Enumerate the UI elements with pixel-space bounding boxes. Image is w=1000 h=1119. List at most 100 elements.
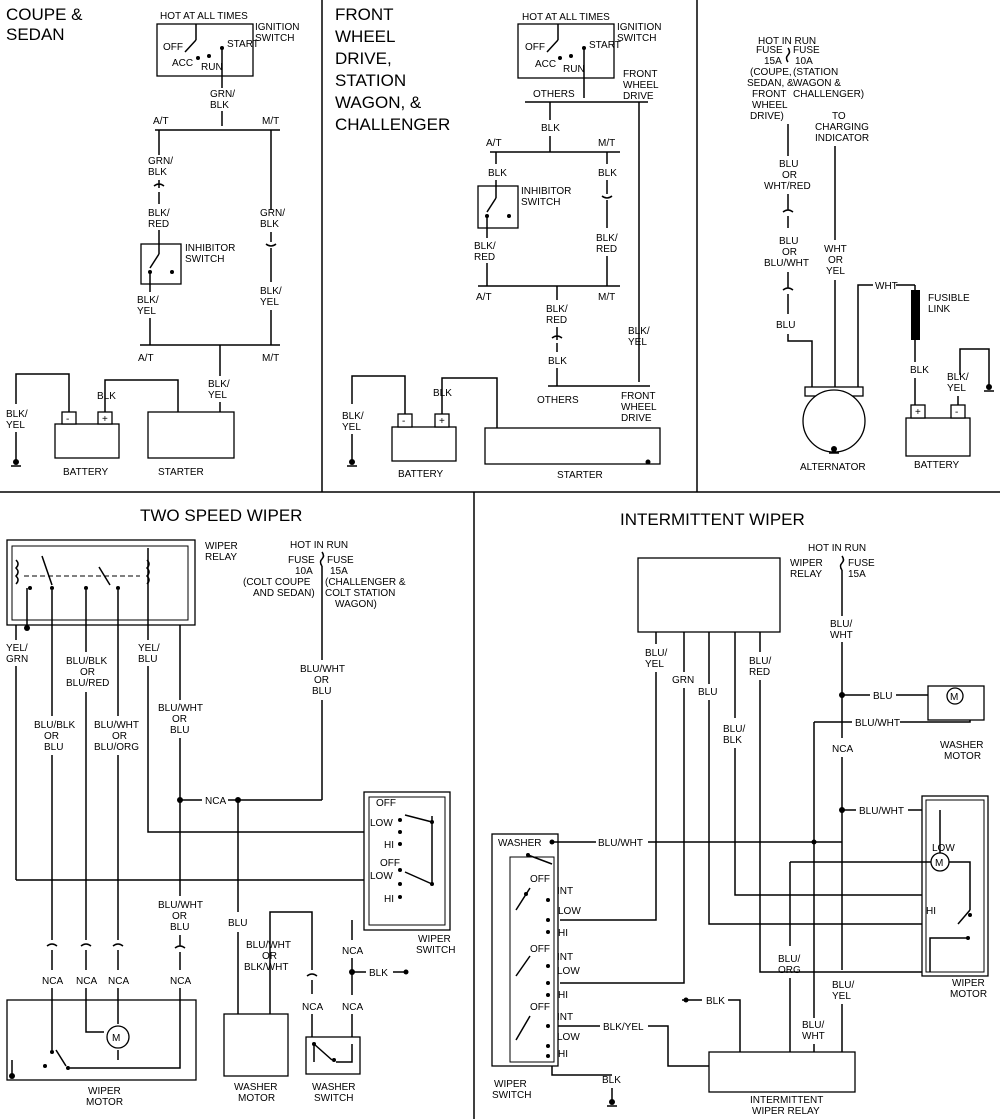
wiper-motor-inner	[925, 799, 985, 973]
svg-text:OFF: OFF	[530, 1002, 550, 1013]
nca-label: NCA	[342, 946, 363, 957]
connector-icon	[112, 755, 124, 970]
wire-blu-blk-or-blu-label: BLU/BLK OR BLU	[34, 720, 78, 753]
battery-label: BATTERY	[63, 467, 109, 478]
ignition-switch-box	[517, 23, 615, 79]
nca-label: NCA	[108, 976, 129, 987]
svg-text:HI: HI	[558, 990, 568, 1001]
wiper-motor-internals	[929, 810, 972, 972]
ignition-switch-label: IGNITION SWITCH	[255, 22, 302, 44]
nca-label: NCA	[205, 796, 226, 807]
splice-dot	[811, 839, 817, 845]
wire-blk-label: BLK	[910, 365, 929, 376]
wiper-relay-internals	[14, 555, 150, 631]
hot-at-all-times-label: HOT AT ALL TIMES	[522, 12, 610, 23]
minus-label: -	[66, 414, 69, 425]
ground-icon	[393, 969, 409, 975]
wire-blu-wht-or-blu-label: BLU/WHT OR BLU	[158, 703, 206, 736]
start-label: START	[227, 39, 259, 50]
wire-blu-red-label: BLU/ RED	[749, 656, 774, 678]
motor-icon	[106, 1025, 130, 1049]
panel-fwd-station-wagon: FRONT WHEEL DRIVE, STATION WAGON, & CHAL…	[335, 5, 664, 481]
wiper-motor-label: WIPER MOTOR	[950, 978, 988, 1000]
nca-label: NCA	[42, 976, 63, 987]
inhibitor-switch-contacts	[148, 244, 174, 292]
wire-blu-yel-label: BLU/ YEL	[832, 980, 857, 1002]
ground-icon	[829, 446, 839, 454]
title-line: COUPE &	[6, 5, 83, 24]
washer-switch-label: WASHER SWITCH	[312, 1082, 358, 1104]
wire-blu-yel-label: BLU/ YEL	[645, 648, 670, 670]
starter-box	[484, 427, 661, 465]
motor-m-label: M	[935, 858, 943, 869]
plus-label: +	[439, 416, 445, 427]
motor-icon	[946, 687, 964, 705]
wire-blk-label: BLK	[598, 168, 617, 179]
ignition-switch-label: IGNITION SWITCH	[617, 22, 664, 44]
ignition-switch-box	[156, 23, 254, 77]
wire-wht-label: WHT	[875, 281, 898, 292]
wire-blk-red-label: BLK/ RED	[546, 304, 570, 326]
off-label: OFF	[376, 798, 396, 809]
wire-blk-red-label: BLK/ RED	[148, 208, 172, 230]
panel-coupe-sedan: COUPE & SEDAN HOT AT ALL TIMES IGNITION …	[6, 5, 302, 478]
wire-blk-yel-label: BLK/ YEL	[342, 411, 366, 433]
inhibitor-switch-label: INHIBITOR SWITCH	[521, 186, 574, 208]
battery-label: BATTERY	[398, 469, 444, 480]
inhibitor-switch-contacts	[485, 186, 511, 238]
svg-text:LOW: LOW	[557, 966, 580, 977]
wiper-relay-box	[637, 557, 781, 633]
mt-label: M/T	[262, 353, 279, 364]
others-label: OTHERS	[533, 89, 575, 100]
wire-yel-blu-label: YEL/ BLU	[138, 643, 162, 665]
fuse-10a-label: FUSE 10A (COLT COUPE AND SEDAN)	[243, 555, 317, 599]
wire-blk-red-label: BLK/ RED	[596, 233, 620, 255]
to-charging-indicator-label: TO CHARGING INDICATOR	[815, 111, 872, 144]
nca-label: NCA	[342, 1002, 363, 1013]
off-label: OFF	[525, 42, 545, 53]
front-wheel-drive-label: FRONT WHEEL DRIVE	[621, 391, 659, 424]
wire-blu-blk-or-blu-red-label: BLU/BLK OR BLU/RED	[66, 656, 110, 689]
wiper-motor-box	[921, 795, 989, 977]
fusible-link-label: FUSIBLE LINK	[928, 293, 972, 315]
wire-grn-blk-label: GRN/ BLK	[260, 208, 288, 230]
svg-text:HI: HI	[558, 1049, 568, 1060]
hot-at-all-times-label: HOT AT ALL TIMES	[160, 11, 248, 22]
low-label: LOW	[932, 843, 955, 854]
plus-label: +	[915, 407, 921, 418]
starter-label: STARTER	[158, 467, 204, 478]
intermittent-wiper-relay-label: INTERMITTENT WIPER RELAY	[750, 1095, 826, 1117]
nca-label: NCA	[302, 1002, 323, 1013]
plus-label: +	[102, 414, 108, 425]
wire-blk-yel-label: BLK/ YEL	[628, 326, 652, 348]
fuse-15a-label: FUSE 15A	[848, 558, 877, 580]
others-label: OTHERS	[537, 395, 579, 406]
hot-in-run-label: HOT IN RUN	[290, 540, 348, 551]
wire-blu-wht-label: BLU/ WHT	[802, 1020, 827, 1042]
connector-icon	[174, 935, 186, 970]
alternator-label: ALTERNATOR	[800, 462, 866, 473]
battery-box	[905, 417, 971, 457]
minus-label: -	[402, 416, 405, 427]
wire-wht-or-yel-label: WHT OR YEL	[824, 244, 849, 277]
inhibitor-switch-box	[140, 243, 182, 285]
wire-blu-wht-label: BLU/WHT	[855, 718, 900, 729]
connector-icon	[265, 232, 277, 282]
run-label: RUN	[563, 64, 585, 75]
panel-title-intermittent-wiper: INTERMITTENT WIPER	[620, 510, 805, 529]
fusible-link-icon	[911, 290, 920, 340]
svg-text:HI: HI	[558, 928, 568, 939]
hi-label: HI	[926, 906, 936, 917]
wire-blk-red-label: BLK/ RED	[474, 241, 498, 263]
washer-motor-box	[223, 1013, 289, 1077]
wire-blk-label: BLK	[488, 168, 507, 179]
ground-icon	[682, 997, 692, 1003]
at-label: A/T	[476, 292, 492, 303]
wire-blu-wht-or-blk-wht-label: BLU/WHT OR BLK/WHT	[244, 940, 294, 973]
wiper-relay-label: WIPER RELAY	[790, 558, 826, 580]
washer-motor-label: WASHER MOTOR	[940, 740, 986, 762]
starter-label: STARTER	[557, 470, 603, 481]
connector-icon	[551, 327, 563, 352]
wiper-switch-contacts: OFF INT LOW HI OFF INT LOW HI OFF INT LO…	[515, 853, 581, 1060]
